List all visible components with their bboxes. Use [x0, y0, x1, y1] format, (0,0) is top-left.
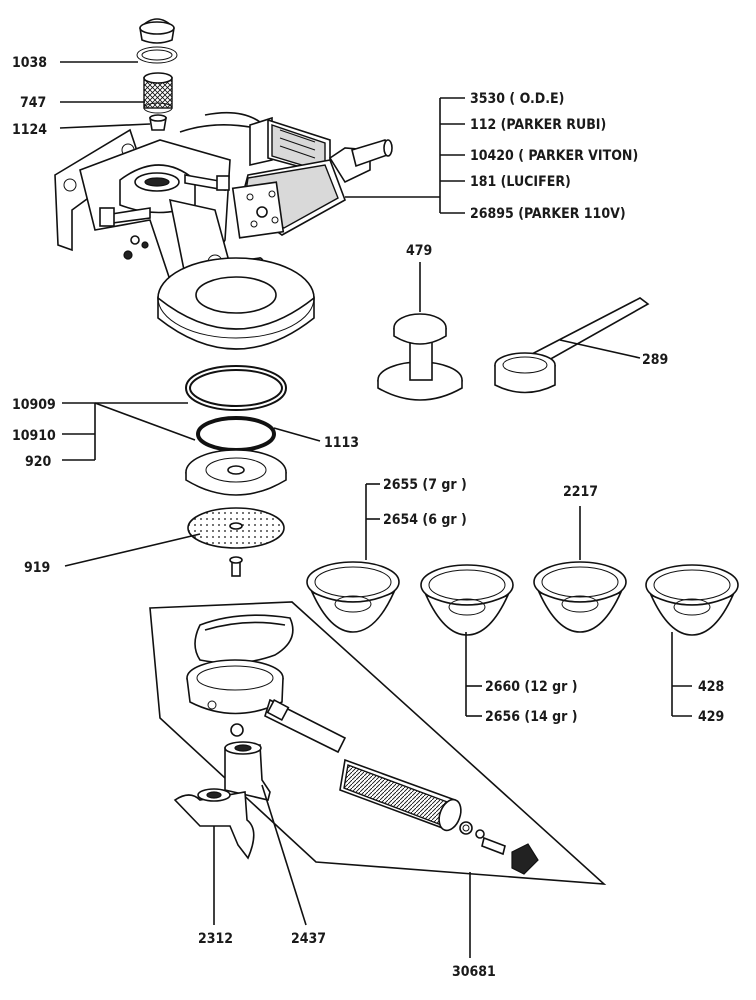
gasket-1113: [196, 416, 276, 452]
label-26895: 26895 (PARKER 110V): [470, 206, 626, 222]
gasket-10909: [185, 365, 287, 411]
label-2217: 2217: [563, 484, 598, 500]
label-2312: 2312: [198, 931, 233, 947]
label-2437: 2437: [291, 931, 326, 947]
label-2655: 2655 (7 gr ): [383, 477, 467, 493]
portafilter-kit-outline: [149, 601, 607, 885]
label-919: 919: [24, 560, 50, 576]
basket-2217: [533, 561, 627, 633]
solenoid-valve: [179, 111, 393, 239]
label-747: 747: [20, 95, 46, 111]
label-10420: 10420 ( PARKER VITON): [470, 148, 638, 164]
basket-2660-2656: [420, 564, 514, 636]
part-747-filter: [143, 72, 173, 114]
portafilter-assembly: [186, 614, 347, 754]
part-1038-cap: [136, 18, 178, 64]
label-2656: 2656 (14 gr ): [485, 709, 577, 725]
part-1124-jet: [149, 114, 167, 131]
label-1113: 1113: [324, 435, 359, 451]
label-10909: 10909: [12, 397, 56, 413]
label-428: 428: [698, 679, 724, 695]
label-3530: 3530 ( O.D.E): [470, 91, 564, 107]
label-10910: 10910: [12, 428, 56, 444]
portafilter-handle: [339, 758, 462, 832]
label-429: 429: [698, 709, 724, 725]
label-289: 289: [642, 352, 668, 368]
handle-end-parts: [459, 821, 539, 875]
label-479: 479: [406, 243, 432, 259]
label-112: 112 (PARKER RUBI): [470, 117, 606, 133]
basket-2655-2654: [306, 561, 400, 633]
part-number-labels: 1038 747 1124 3530 ( O.D.E) 112 (PARKER …: [12, 55, 724, 980]
spout-2312: [173, 788, 255, 860]
screw: [229, 556, 243, 577]
shower-holder-920: [185, 449, 287, 496]
label-30681: 30681: [452, 964, 496, 980]
label-2660: 2660 (12 gr ): [485, 679, 577, 695]
part-479-tamper: [377, 313, 463, 401]
label-1124: 1124: [12, 122, 47, 138]
label-920: 920: [25, 454, 52, 470]
leader-lines: [59, 61, 692, 958]
shower-screen-919: [187, 507, 285, 549]
label-181: 181 (LUCIFER): [470, 174, 571, 190]
part-289-measuring-spoon: [494, 297, 650, 394]
spout-2437: [224, 741, 271, 801]
label-2654: 2654 (6 gr ): [383, 512, 467, 528]
label-1038: 1038: [12, 55, 47, 71]
basket-428-429: [645, 564, 739, 636]
group-head-body: [54, 128, 315, 350]
